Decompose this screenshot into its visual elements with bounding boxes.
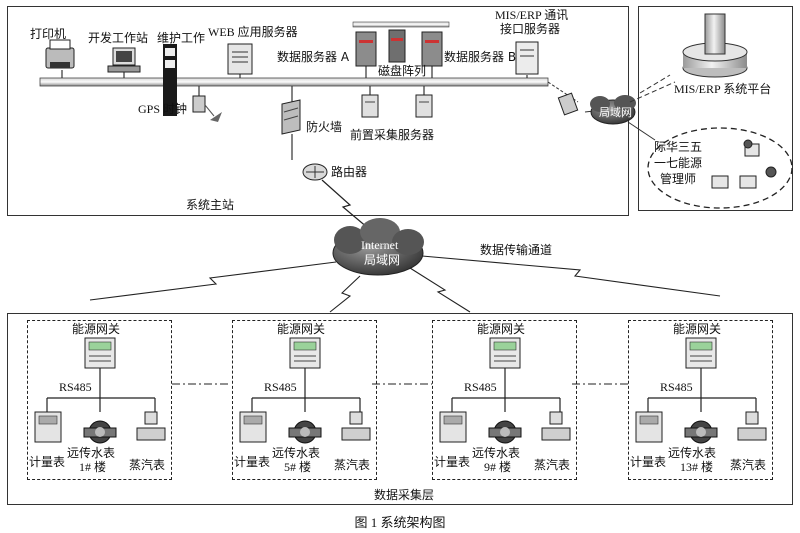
- steam-meter-label: 蒸汽表: [334, 458, 371, 472]
- energy-manager-pcs-icon: [711, 139, 777, 189]
- internet-cloud-label-2: 局域网: [364, 253, 401, 267]
- disk-array-label: 磁盘阵列: [378, 64, 427, 78]
- building-label: 13# 楼: [680, 460, 714, 474]
- energy-manager-label-3: 管理师: [660, 172, 697, 186]
- steam-meter-label: 蒸汽表: [730, 458, 767, 472]
- firewall-icon: [281, 99, 301, 135]
- gateway-label: 能源网关: [72, 322, 121, 336]
- meter-label: 计量表: [434, 455, 471, 469]
- lan-label: 局域网: [599, 106, 632, 119]
- main-station-title: 系统主站: [186, 198, 235, 212]
- erp-platform-label: MIS/ERP 系统平台: [674, 82, 772, 96]
- figure-caption: 图 1 系统架构图: [354, 515, 446, 530]
- gateway-label: 能源网关: [477, 322, 526, 336]
- db-server-a-label: 数据服务器 A: [277, 50, 350, 64]
- collection-group-1-drawing: [34, 337, 166, 444]
- collection-group-1: [27, 320, 172, 480]
- meter-label: 计量表: [234, 455, 271, 469]
- collection-group-2-drawing: [239, 337, 371, 444]
- meter-label: 计量表: [630, 455, 667, 469]
- web-server-icon: [227, 43, 253, 75]
- rs485-label: RS485: [464, 380, 497, 394]
- printer-icon: [45, 39, 75, 69]
- router-icon: [302, 163, 328, 181]
- router-link: [321, 179, 369, 229]
- collection-layer-frame: [7, 313, 793, 505]
- building-label: 1# 楼: [79, 460, 107, 474]
- meter-label: 计量表: [29, 455, 66, 469]
- energy-manager-label-1: 际华三五: [654, 140, 703, 154]
- gateway-label: 能源网关: [277, 322, 326, 336]
- disk-array-rail: [352, 21, 450, 28]
- steam-meter-label: 蒸汽表: [534, 458, 571, 472]
- dev-workstation-icon: [107, 47, 141, 73]
- gps-clock-label: GPS 时钟: [138, 102, 188, 116]
- printer-label: 打印机: [30, 27, 67, 41]
- collection-group-2: [232, 320, 377, 480]
- water-meter-label: 远传水表: [67, 446, 116, 460]
- building-label: 9# 楼: [484, 460, 512, 474]
- collection-group-4-drawing: [635, 337, 767, 444]
- db-server-b-label: 数据服务器 B: [444, 50, 517, 64]
- rs485-label: RS485: [660, 380, 693, 394]
- internet-cloud-label-1: Internet: [361, 238, 399, 252]
- collection-layer-title: 数据采集层: [374, 488, 435, 502]
- erp-interface-label-2: 接口服务器: [500, 22, 561, 36]
- dev-station-label: 开发工作站: [88, 31, 149, 45]
- front-servers-icon: [361, 94, 433, 118]
- data-channel-label: 数据传输通道: [480, 243, 553, 257]
- remote-platform-frame: [638, 6, 793, 211]
- gateway-label: 能源网关: [673, 322, 722, 336]
- steam-meter-label: 蒸汽表: [129, 458, 166, 472]
- router-label: 路由器: [331, 165, 368, 179]
- erp-interface-server-icon: [515, 41, 539, 75]
- rs485-label: RS485: [59, 380, 92, 394]
- front-server-label: 前置采集服务器: [350, 128, 435, 142]
- internet-cloud-icon: [332, 218, 424, 276]
- water-meter-label: 远传水表: [472, 446, 521, 460]
- collection-group-3: [432, 320, 577, 480]
- collection-group-3-drawing: [439, 337, 571, 444]
- energy-manager-group: [647, 127, 793, 209]
- erp-platform-icon: [682, 13, 748, 78]
- erp-interface-label-1: MIS/ERP 通讯: [495, 8, 569, 22]
- energy-manager-label-2: 一七能源: [654, 156, 703, 170]
- web-server-label: WEB 应用服务器: [208, 25, 298, 39]
- water-meter-label: 远传水表: [668, 446, 717, 460]
- collection-group-4: [628, 320, 773, 480]
- maint-station-label: 维护工作: [157, 31, 206, 45]
- lan-bus: [39, 77, 549, 87]
- disk-array-icon: [355, 29, 443, 67]
- water-meter-label: 远传水表: [272, 446, 321, 460]
- firewall-label: 防火墙: [306, 120, 343, 134]
- maintenance-station-icon: [163, 44, 177, 116]
- rs485-label: RS485: [264, 380, 297, 394]
- building-label: 5# 楼: [284, 460, 312, 474]
- lan-cloud-icon: [590, 95, 636, 125]
- gps-clock-icon: [192, 95, 222, 122]
